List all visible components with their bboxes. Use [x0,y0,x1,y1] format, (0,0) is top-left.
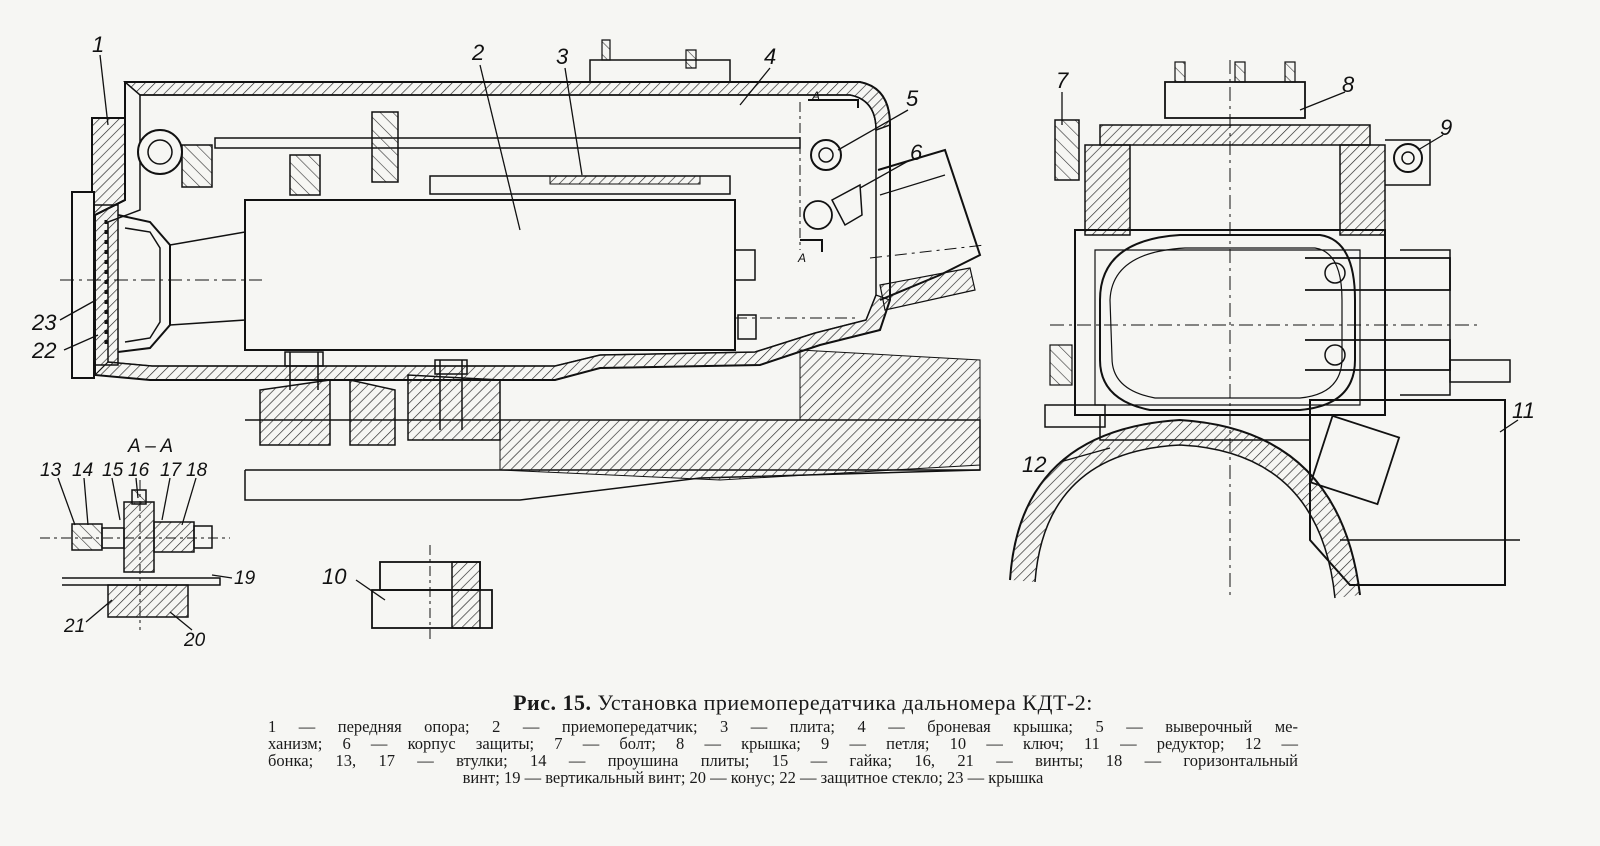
legend-line: ханизм; 6 — корпус защиты; 7 — болт; 8 —… [268,734,1298,753]
callout-14: 14 [72,460,93,481]
callout-21: 21 [63,616,85,637]
figure-label: Рис. 15. [513,690,592,715]
main-section-view [60,39,986,501]
callout-11: 11 [1512,398,1535,423]
callout-7: 7 [1056,68,1069,93]
section-label-a-a: A – A [127,436,173,457]
callout-15: 15 [102,460,124,481]
callout-5: 5 [906,86,919,111]
figure-title: Рис. 15. Установка приемопередатчика дал… [308,690,1298,716]
legend-line: бонка; 13, 17 — втулки; 14 — проушина пл… [268,751,1298,770]
section-mark-a-top: A [811,89,820,103]
callout-4: 4 [764,44,776,69]
callout-6: 6 [910,140,923,165]
callout-17: 17 [160,460,183,481]
callout-13: 13 [40,460,62,481]
callout-22: 22 [31,338,56,363]
figure-caption: Рис. 15. Установка приемопередатчика дал… [268,690,1298,786]
callout-10: 10 [322,564,347,589]
callout-20: 20 [183,630,206,651]
callout-9: 9 [1440,115,1452,140]
callout-labels: 1 2 3 4 5 6 7 8 9 10 11 12 13 14 15 16 1… [31,32,1535,651]
leader-lines [57,54,1519,631]
section-a-a-detail [40,480,230,630]
callout-12: 12 [1022,452,1046,477]
callout-16: 16 [128,460,150,481]
callout-19: 19 [234,568,256,589]
callout-2: 2 [471,40,484,65]
legend-line: 1 — передняя опора; 2 — приемопередатчик… [268,717,1298,736]
key-detail [371,545,493,640]
side-view [1009,60,1520,600]
section-mark-a-side: A [797,251,806,265]
callout-1: 1 [92,32,104,57]
legend-line: винт; 19 — вертикальный винт; 20 — конус… [462,768,1044,787]
figure-legend: 1 — передняя опора; 2 — приемопередатчик… [268,718,1298,786]
figure-title-text: Установка приемопередатчика дальномера К… [597,690,1093,715]
callout-18: 18 [186,460,208,481]
callout-8: 8 [1342,72,1355,97]
callout-23: 23 [31,310,57,335]
callout-3: 3 [556,44,569,69]
